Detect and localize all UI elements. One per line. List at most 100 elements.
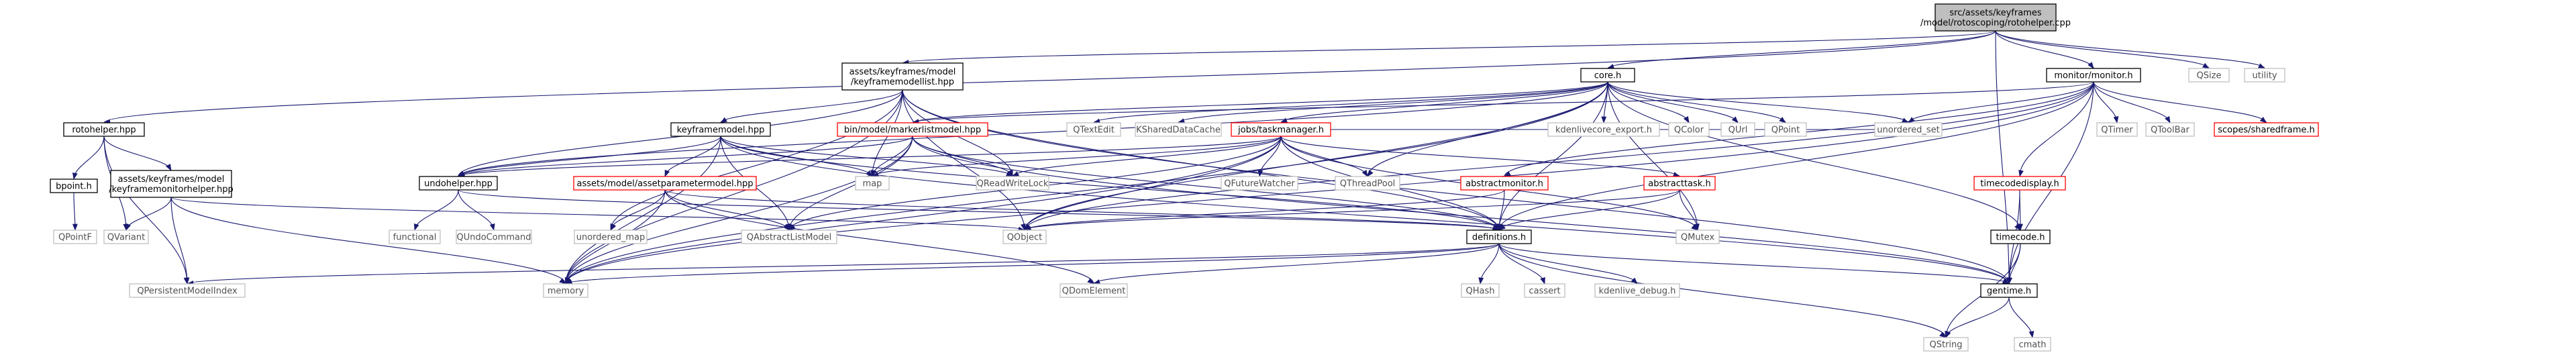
include-edge-monitor-to-gentime xyxy=(2008,81,2094,285)
include-edge-core-to-unordered_set xyxy=(1607,81,1909,123)
include-edge-root-to-core xyxy=(1607,30,1996,69)
node-sharedframe[interactable]: scopes/sharedframe.h xyxy=(2214,122,2319,137)
arrowhead-undohelper-to-functional xyxy=(413,223,419,231)
node-monitor[interactable]: monitor/monitor.h xyxy=(2046,68,2141,83)
node-qpointf: QPointF xyxy=(53,230,97,244)
node-bpoint[interactable]: bpoint.h xyxy=(50,179,98,193)
include-edge-kfmodellist-to-gentime xyxy=(902,89,2010,285)
include-edge-core-to-qtextedit xyxy=(1093,81,1608,123)
node-label: cassert xyxy=(1529,287,1560,297)
include-edge-markerlist-to-qabslistmodel xyxy=(788,136,913,231)
include-edge-root-to-qsize xyxy=(1995,30,2210,69)
include-edge-core-to-ksdc xyxy=(1178,81,1608,123)
node-core[interactable]: core.h xyxy=(1580,68,1635,83)
node-undohelper[interactable]: undohelper.hpp xyxy=(419,176,498,191)
node-abstractmonitor[interactable]: abstractmonitor.h xyxy=(1460,176,1549,191)
arrowhead-monitor-to-definitions xyxy=(1498,223,1506,231)
node-assetparam[interactable]: assets/model/assetparametermodel.hpp xyxy=(573,176,757,191)
node-gentime[interactable]: gentime.h xyxy=(1980,283,2038,298)
include-edge-keyframemodel-to-gentime xyxy=(720,136,2010,285)
node-timecodedisplay[interactable]: timecodedisplay.h xyxy=(1973,176,2066,191)
node-box xyxy=(1231,122,1331,137)
include-edge-taskmanager-to-map xyxy=(872,136,1282,177)
node-taskmanager[interactable]: jobs/taskmanager.h xyxy=(1231,122,1331,137)
node-label: functional xyxy=(393,233,437,243)
node-keyframemodel[interactable]: keyframemodel.hpp xyxy=(670,122,771,137)
node-cassert: cassert xyxy=(1524,283,1565,298)
include-edge-assetparam-to-definitions xyxy=(664,189,1500,231)
include-edge-definitions-to-memory xyxy=(565,243,1500,285)
node-abstracttask[interactable]: abstracttask.h xyxy=(1643,176,1716,191)
arrowhead-taskmanager-to-qfuturewatcher xyxy=(1257,170,1264,177)
include-edge-kfmonitorhelper-to-qobject xyxy=(170,197,1025,231)
node-kdenlive_debug: kdenlive_debug.h xyxy=(1594,283,1680,298)
node-label: /keyframemonitorhelper.hpp xyxy=(109,185,233,195)
node-label: QMutex xyxy=(1681,233,1715,243)
node-ksdc: KSharedDataCache xyxy=(1135,122,1222,137)
node-label: QDomElement xyxy=(1062,287,1126,297)
node-root[interactable]: src/assets/keyframes/model/rotoscoping/r… xyxy=(1920,3,2071,32)
node-box xyxy=(1460,176,1549,191)
node-label: timecode.h xyxy=(1996,233,2045,243)
node-box xyxy=(1990,230,2051,244)
include-edge-definitions-to-gentime xyxy=(1498,243,2010,285)
node-box xyxy=(389,230,441,244)
include-edge-monitor-to-unordered_set xyxy=(1908,81,2094,123)
arrowhead-core-to-qthreadpool xyxy=(1367,170,1374,177)
node-label: /keyframemodellist.hpp xyxy=(851,77,954,87)
include-edge-core-to-qpoint xyxy=(1607,81,1786,123)
include-edge-kfmodellist-to-keyframemodel xyxy=(720,89,903,123)
node-box xyxy=(1135,122,1222,137)
include-edge-kfmonitorhelper-to-qpmi xyxy=(170,197,188,285)
node-label: assets/keyframes/model xyxy=(849,67,956,77)
include-edge-rotohelper-to-qpmi xyxy=(103,136,188,285)
arrowhead-definitions-to-qstring xyxy=(1939,332,1947,338)
node-cmath: cmath xyxy=(2014,337,2051,352)
include-edge-kfmonitorhelper-to-qvariant xyxy=(125,197,172,231)
node-definitions[interactable]: definitions.h xyxy=(1466,230,1532,244)
arrowhead-root-to-qsize xyxy=(2202,62,2210,69)
node-kfmonitorhelper[interactable]: assets/keyframes/model/keyframemonitorhe… xyxy=(109,170,234,198)
node-box xyxy=(1720,122,1755,137)
arrowhead-core-to-kdenlivecore xyxy=(1601,116,1607,123)
include-edge-core-to-definitions xyxy=(1498,81,1608,231)
include-edge-undohelper-to-definitions xyxy=(458,189,1500,231)
include-edge-definitions-to-cassert xyxy=(1498,243,1545,285)
node-markerlist[interactable]: bin/model/markerlistmodel.hpp xyxy=(837,122,988,137)
arrowhead-definitions-to-cassert xyxy=(1540,276,1545,285)
node-label: cmath xyxy=(2018,340,2046,350)
node-box xyxy=(1676,230,1720,244)
node-label: QReadWriteLock xyxy=(977,179,1049,189)
node-label: src/assets/keyframes xyxy=(1949,8,2041,18)
include-edge-kfmodellist-to-unordered_map xyxy=(610,89,903,231)
include-edge-abstracttask-to-qobject xyxy=(1024,189,1680,231)
node-rotohelper[interactable]: rotohelper.hpp xyxy=(63,122,145,137)
node-box xyxy=(1923,337,1969,352)
node-label: kdenlivecore_export.h xyxy=(1555,125,1652,136)
node-timecode[interactable]: timecode.h xyxy=(1990,230,2051,244)
include-edge-abstractmonitor-to-qobject xyxy=(1024,189,1505,231)
include-edge-core-to-markerlist xyxy=(912,81,1608,123)
include-edge-taskmanager-to-memory xyxy=(565,136,1282,285)
node-qundocommand: QUndoCommand xyxy=(456,230,532,244)
node-box xyxy=(543,283,588,298)
node-label: QColor xyxy=(1674,125,1704,136)
arrowhead-monitor-to-qtoolbar xyxy=(2165,115,2171,123)
node-unordered_set: unordered_set xyxy=(1874,122,1943,137)
node-qpmi: QPersistentModelIndex xyxy=(129,283,246,298)
include-edge-root-to-monitor xyxy=(1995,30,2094,69)
node-label: QHash xyxy=(1466,287,1495,297)
include-edge-root-to-gentime xyxy=(1995,30,2010,285)
arrowhead-core-to-qurl xyxy=(1731,116,1739,123)
node-box xyxy=(2096,122,2138,137)
node-label: kdenlive_debug.h xyxy=(1599,287,1676,297)
arrowhead-assetparam-to-qdomelement xyxy=(1087,278,1094,285)
node-unordered_map: unordered_map xyxy=(574,230,648,244)
node-label: QTextEdit xyxy=(1073,125,1115,136)
include-edge-core-to-qmutex xyxy=(1607,81,1698,231)
node-qcolor: QColor xyxy=(1668,122,1710,137)
node-qdomelement: QDomElement xyxy=(1060,283,1128,298)
node-kfmodellist[interactable]: assets/keyframes/model/keyframemodellist… xyxy=(841,62,964,91)
include-edge-core-to-taskmanager xyxy=(1280,81,1608,123)
arrowhead-root-to-monitor xyxy=(2088,62,2094,69)
